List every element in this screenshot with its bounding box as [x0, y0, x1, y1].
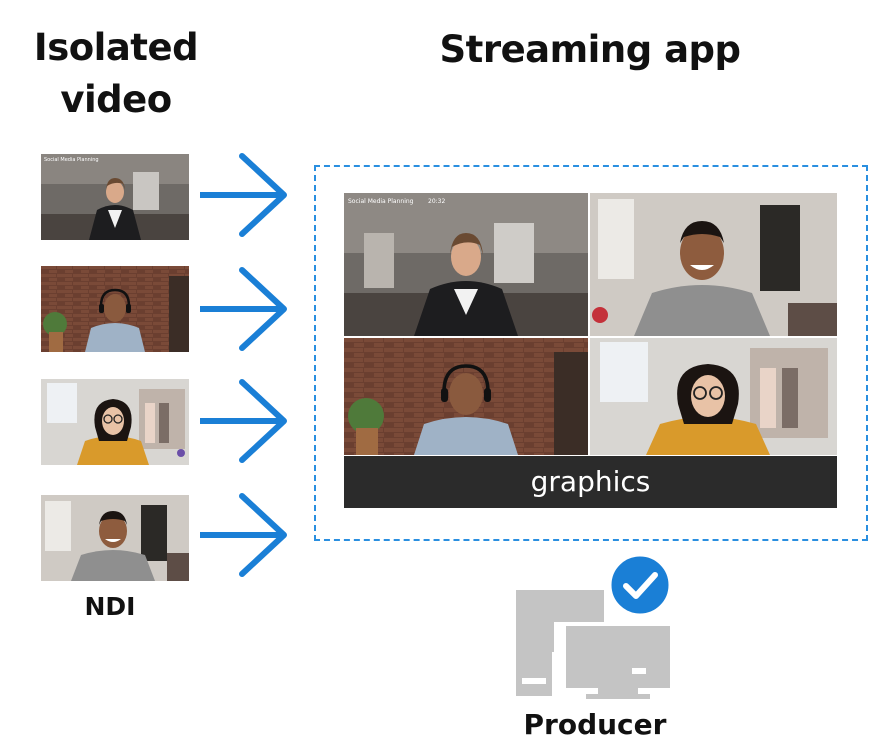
- isolated-video-title: Isolated video: [33, 26, 199, 121]
- right-arrow-icon: [200, 267, 287, 351]
- graphics-bar: graphics: [344, 456, 837, 508]
- streaming-app-frame: [314, 165, 868, 541]
- isolated-video-thumb-man-headset: [41, 266, 189, 352]
- streaming-tile-woman-blazer: Social Media Planning 20:32: [344, 193, 588, 336]
- tile-meeting-caption: Social Media Planning: [348, 198, 414, 205]
- isolated-video-thumb-woman-glasses: [41, 379, 189, 465]
- tile-meeting-time: 20:32: [428, 198, 446, 205]
- isolated-video-thumb-woman-blazer: Social Media Planning: [41, 154, 189, 240]
- isolated-video-thumb-man-smiling: [41, 495, 189, 581]
- streaming-app-title: Streaming app: [439, 28, 741, 71]
- producer-label: Producer: [523, 708, 667, 741]
- right-arrow-icon: [200, 493, 287, 577]
- streaming-tile-man-smiling: [590, 193, 837, 336]
- right-arrow-icon: [200, 153, 287, 237]
- ndi-label: NDI: [84, 592, 136, 621]
- thumb-meeting-caption: Social Media Planning: [44, 157, 99, 163]
- producer-computers-icon: [516, 590, 670, 699]
- streaming-tile-man-headset: [344, 338, 588, 455]
- streaming-tile-woman-glasses: [590, 338, 837, 455]
- right-arrow-icon: [200, 379, 287, 463]
- check-badge-icon: [608, 553, 672, 617]
